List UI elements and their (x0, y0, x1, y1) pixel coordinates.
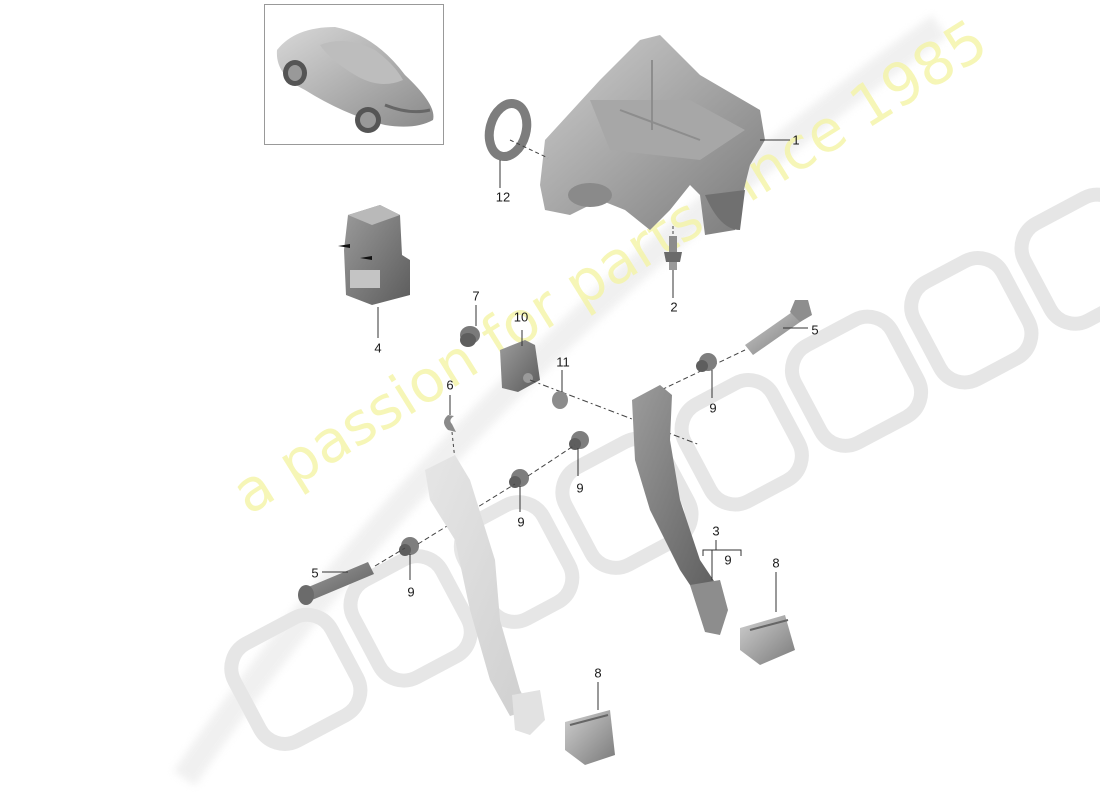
callout-9b[interactable]: 9 (576, 480, 584, 496)
bolt-part (664, 236, 682, 270)
callout-10[interactable]: 10 (513, 309, 529, 325)
car-icon (276, 27, 434, 133)
vehicle-thumbnail (264, 4, 444, 145)
pedal-pad-right-part (740, 615, 795, 665)
brake-pedal-part (632, 385, 728, 635)
bracket-part-10 (500, 340, 540, 392)
callout-9a[interactable]: 9 (709, 400, 717, 416)
pedal-pad-left-part (565, 710, 615, 765)
callout-12[interactable]: 12 (495, 189, 511, 205)
bushing-part-9a (696, 353, 717, 372)
leader-lines (322, 139, 808, 710)
callout-1[interactable]: 1 (792, 132, 800, 148)
callout-2[interactable]: 2 (670, 299, 678, 315)
callout-6[interactable]: 6 (446, 377, 454, 393)
callout-11[interactable]: 11 (556, 354, 570, 370)
cap-part-11 (552, 391, 568, 409)
callout-8-left[interactable]: 8 (594, 665, 602, 681)
bushing-part-9d (399, 537, 419, 556)
sealing-ring-part (484, 99, 532, 161)
callout-3[interactable]: 3 (712, 523, 720, 539)
callout-9c[interactable]: 9 (517, 514, 525, 530)
bushing-part-9c (509, 469, 529, 488)
callout-9d[interactable]: 9 (407, 584, 415, 600)
clutch-pedal-ghost-part (425, 455, 545, 735)
callout-7[interactable]: 7 (472, 288, 480, 304)
callout-3-9[interactable]: 9 (724, 552, 732, 568)
callout-5-left[interactable]: 5 (311, 565, 319, 581)
pedal-bracket-part (540, 35, 765, 235)
bushing-part-7 (460, 326, 480, 347)
callout-5-right[interactable]: 5 (811, 322, 819, 338)
pivot-bolt-right-part (745, 300, 812, 355)
pivot-bolt-left-part (298, 562, 374, 605)
clip-part-6 (444, 415, 456, 432)
switch-part (338, 205, 410, 305)
callout-8-right[interactable]: 8 (772, 555, 780, 571)
callout-4[interactable]: 4 (374, 340, 382, 356)
